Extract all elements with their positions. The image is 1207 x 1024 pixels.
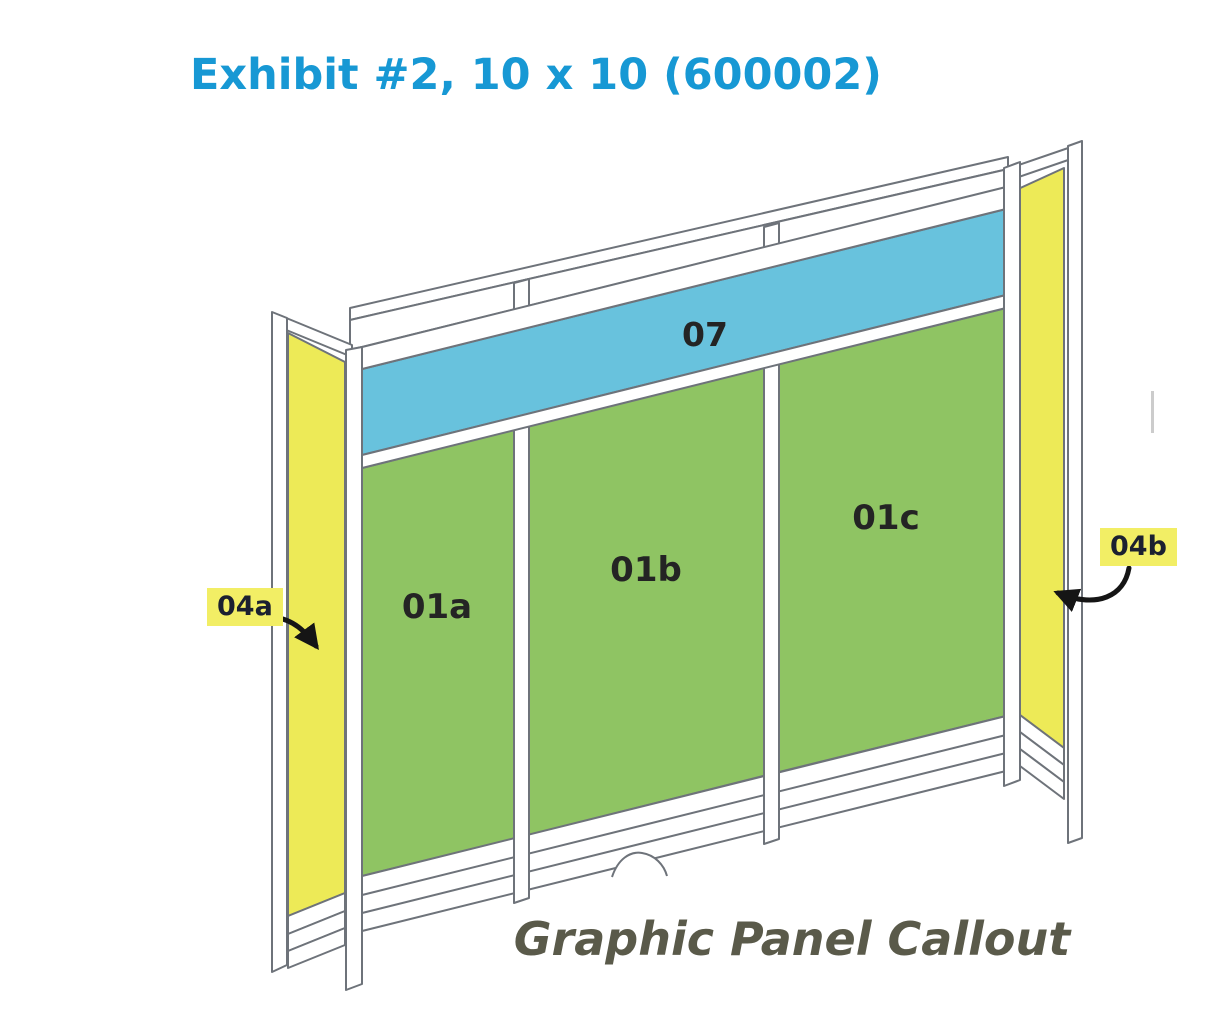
callout-label-04b: 04b (1100, 528, 1177, 566)
header-panel-label: 07 (682, 315, 728, 354)
left-corner-post (271, 311, 288, 973)
figure-caption: Graphic Panel Callout (513, 912, 1071, 966)
panel-01b-label: 01b (610, 550, 682, 590)
right-corner-post (1067, 140, 1083, 844)
graphic-panel-01c (770, 306, 1011, 775)
panel-01a-label: 01a (402, 587, 472, 627)
wall-post (763, 222, 780, 845)
callout-arrow-04b (1053, 565, 1132, 613)
wing-panel-04b (1015, 167, 1065, 749)
right-wing (1003, 140, 1083, 844)
panel-01c-label: 01c (852, 498, 919, 538)
scan-artifact (1151, 391, 1154, 433)
kick-rail-seam (349, 751, 1011, 917)
kick-rail-seam (349, 733, 1011, 899)
graphic-panel-01b (520, 365, 772, 838)
left-wing (271, 311, 363, 991)
graphic-panel-01a (349, 427, 522, 880)
wall-end-post (345, 346, 363, 991)
callout-label-04a: 04a (207, 588, 283, 626)
panel-labels: 07 01a 01b 01c (402, 315, 920, 627)
main-wall (349, 185, 1011, 935)
exhibit-title: Exhibit #2, 10 x 10 (600002) (190, 50, 882, 100)
wall-end-post (1003, 161, 1021, 787)
base-cable-notch (611, 851, 668, 878)
wall-post (513, 278, 530, 904)
